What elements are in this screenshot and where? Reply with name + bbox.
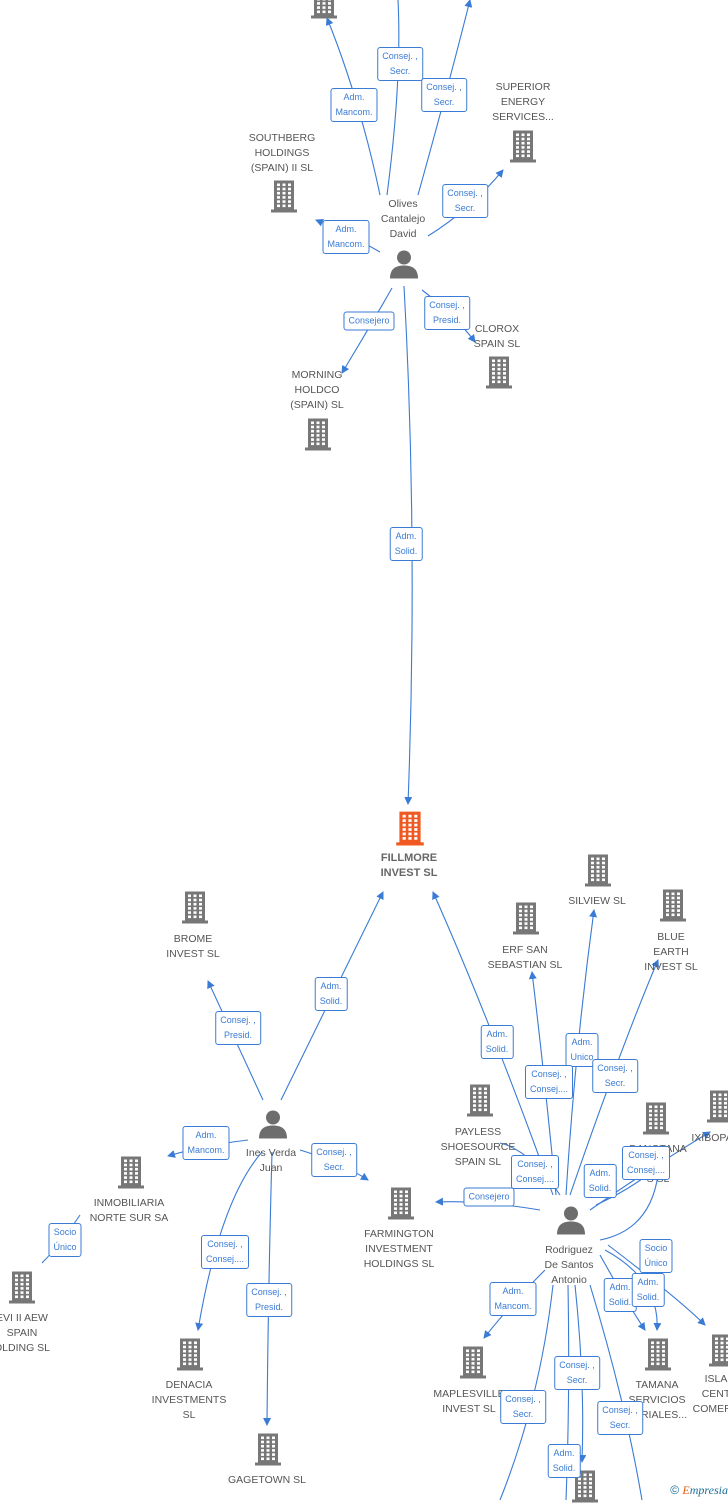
- relation-badge[interactable]: Consejero: [343, 311, 395, 331]
- relationship-edge: [386, 0, 400, 196]
- relationship-edge: [341, 287, 393, 374]
- relation-badge[interactable]: Adm. Mancom.: [330, 88, 378, 122]
- company-building-icon[interactable]: [177, 1337, 203, 1376]
- relation-badge[interactable]: Consej. , Secr.: [597, 1401, 643, 1435]
- relation-badge[interactable]: Adm. Solid.: [389, 527, 423, 561]
- relation-badge[interactable]: Consej. , Secr.: [421, 78, 467, 112]
- relation-badge[interactable]: Consej. , Consej....: [200, 1235, 250, 1269]
- company-label-brome[interactable]: BROME INVEST SL: [166, 933, 220, 960]
- company-label-blueearth[interactable]: BLUE EARTH INVEST SL: [644, 931, 698, 973]
- relation-badge[interactable]: Adm. Mancom.: [322, 220, 370, 254]
- company-building-icon[interactable]: [255, 1432, 281, 1471]
- company-building-icon[interactable]: [486, 355, 512, 394]
- company-building-icon[interactable]: [660, 888, 686, 927]
- company-building-icon[interactable]: [9, 1270, 35, 1309]
- relation-badge[interactable]: Socio Único: [48, 1223, 82, 1257]
- company-building-icon[interactable]: [513, 901, 539, 940]
- company-label-clorox[interactable]: CLOROX SPAIN SL: [473, 323, 521, 350]
- company-label-payless[interactable]: PAYLESS SHOESOURCE SPAIN SL: [440, 1126, 516, 1168]
- relation-badge[interactable]: Consej. , Secr.: [592, 1059, 638, 1093]
- relation-badge[interactable]: Adm. Solid.: [631, 1273, 665, 1307]
- company-building-icon[interactable]: [585, 853, 611, 892]
- relation-badge[interactable]: Consej. , Presid.: [246, 1283, 292, 1317]
- relation-badge[interactable]: Consej. , Consej....: [510, 1155, 560, 1189]
- company-label-gagetown[interactable]: GAGETOWN SL: [228, 1474, 306, 1486]
- company-label-ixibopa[interactable]: IXIBOPA: [691, 1132, 728, 1144]
- relation-badge[interactable]: Consej. , Secr.: [442, 184, 488, 218]
- relation-badge[interactable]: Consej. , Presid.: [424, 296, 470, 330]
- relationship-edge: [599, 1174, 659, 1241]
- company-label-silview[interactable]: SILVIEW SL: [568, 895, 626, 907]
- company-building-icon[interactable]: [305, 417, 331, 456]
- relation-badge[interactable]: Adm. Solid.: [547, 1444, 581, 1478]
- person-label-olives[interactable]: Olives Cantalejo David: [380, 198, 426, 240]
- company-label-farmington[interactable]: FARMINGTON INVESTMENT HOLDINGS SL: [363, 1228, 435, 1270]
- brand-footer: © Empresia: [670, 1483, 728, 1498]
- person-icon[interactable]: [258, 1109, 288, 1144]
- relation-badge[interactable]: Adm. Solid.: [480, 1025, 514, 1059]
- relation-badge[interactable]: Adm. Solid.: [314, 977, 348, 1011]
- relation-badge[interactable]: Consej. , Secr.: [311, 1143, 357, 1177]
- person-label-ines[interactable]: Ines Verda Juan: [245, 1147, 297, 1174]
- relation-badge[interactable]: Consej. , Secr.: [500, 1390, 546, 1424]
- relation-badge[interactable]: Consej. , Consej....: [524, 1065, 574, 1099]
- brand-logo-initial: E: [682, 1483, 690, 1497]
- relation-badge[interactable]: Adm. Mancom.: [489, 1282, 537, 1316]
- relation-badge[interactable]: Consej. , Secr.: [377, 47, 423, 81]
- person-icon[interactable]: [389, 249, 419, 284]
- company-building-icon[interactable]: [707, 1089, 728, 1128]
- company-building-icon[interactable]: [311, 0, 337, 24]
- company-label-fillmore[interactable]: FILLMORE INVEST SL: [380, 852, 438, 879]
- company-building-icon[interactable]: [467, 1083, 493, 1122]
- company-building-icon[interactable]: [388, 1186, 414, 1225]
- focus-company-building-icon[interactable]: [396, 810, 424, 851]
- relation-badge[interactable]: Consej. , Consej....: [621, 1146, 671, 1180]
- company-building-icon[interactable]: [118, 1155, 144, 1194]
- relation-badge[interactable]: Consej. , Secr.: [554, 1356, 600, 1390]
- relation-badge[interactable]: Socio Único: [639, 1239, 673, 1273]
- company-label-morning[interactable]: MORNING HOLDCO (SPAIN) SL: [290, 369, 344, 411]
- company-building-icon[interactable]: [645, 1337, 671, 1376]
- relation-badge[interactable]: Adm. Solid.: [603, 1278, 637, 1312]
- person-label-rodriguez[interactable]: Rodriguez De Santos Antonio: [544, 1244, 594, 1286]
- person-icon[interactable]: [556, 1205, 586, 1240]
- company-building-icon[interactable]: [182, 890, 208, 929]
- copyright-symbol: ©: [670, 1483, 680, 1497]
- company-building-icon[interactable]: [643, 1101, 669, 1140]
- relation-badge[interactable]: Consejero: [463, 1187, 515, 1207]
- company-building-icon[interactable]: [460, 1345, 486, 1384]
- company-label-aew[interactable]: EVI II AEW SPAIN OLDING SL: [0, 1312, 51, 1354]
- company-building-icon[interactable]: [271, 179, 297, 218]
- company-label-inmobiliaria[interactable]: INMOBILIARIA NORTE SUR SA: [89, 1197, 169, 1224]
- relationship-edge: [607, 1244, 706, 1326]
- relation-badge[interactable]: Adm. Mancom.: [182, 1126, 230, 1160]
- relationship-edge: [195, 1151, 263, 1331]
- company-label-denacia[interactable]: DENACIA INVESTMENTS SL: [151, 1379, 227, 1421]
- relationship-edge: [589, 1284, 643, 1500]
- company-label-isla[interactable]: ISLA CENT COMERC: [692, 1373, 728, 1415]
- relation-badge[interactable]: Consej. , Presid.: [215, 1011, 261, 1045]
- company-label-maplesville[interactable]: MAPLESVILLE INVEST SL: [433, 1388, 505, 1415]
- company-building-icon[interactable]: [510, 129, 536, 168]
- brand-logo-text: mpresia: [689, 1483, 728, 1497]
- company-label-superior[interactable]: SUPERIOR ENERGY SERVICES...: [492, 81, 554, 123]
- company-building-icon[interactable]: [709, 1333, 728, 1372]
- company-label-southberg[interactable]: SOUTHBERG HOLDINGS (SPAIN) II SL: [248, 132, 316, 174]
- relation-badge[interactable]: Adm. Solid.: [583, 1164, 617, 1198]
- company-label-erf[interactable]: ERF SAN SEBASTIAN SL: [487, 944, 563, 971]
